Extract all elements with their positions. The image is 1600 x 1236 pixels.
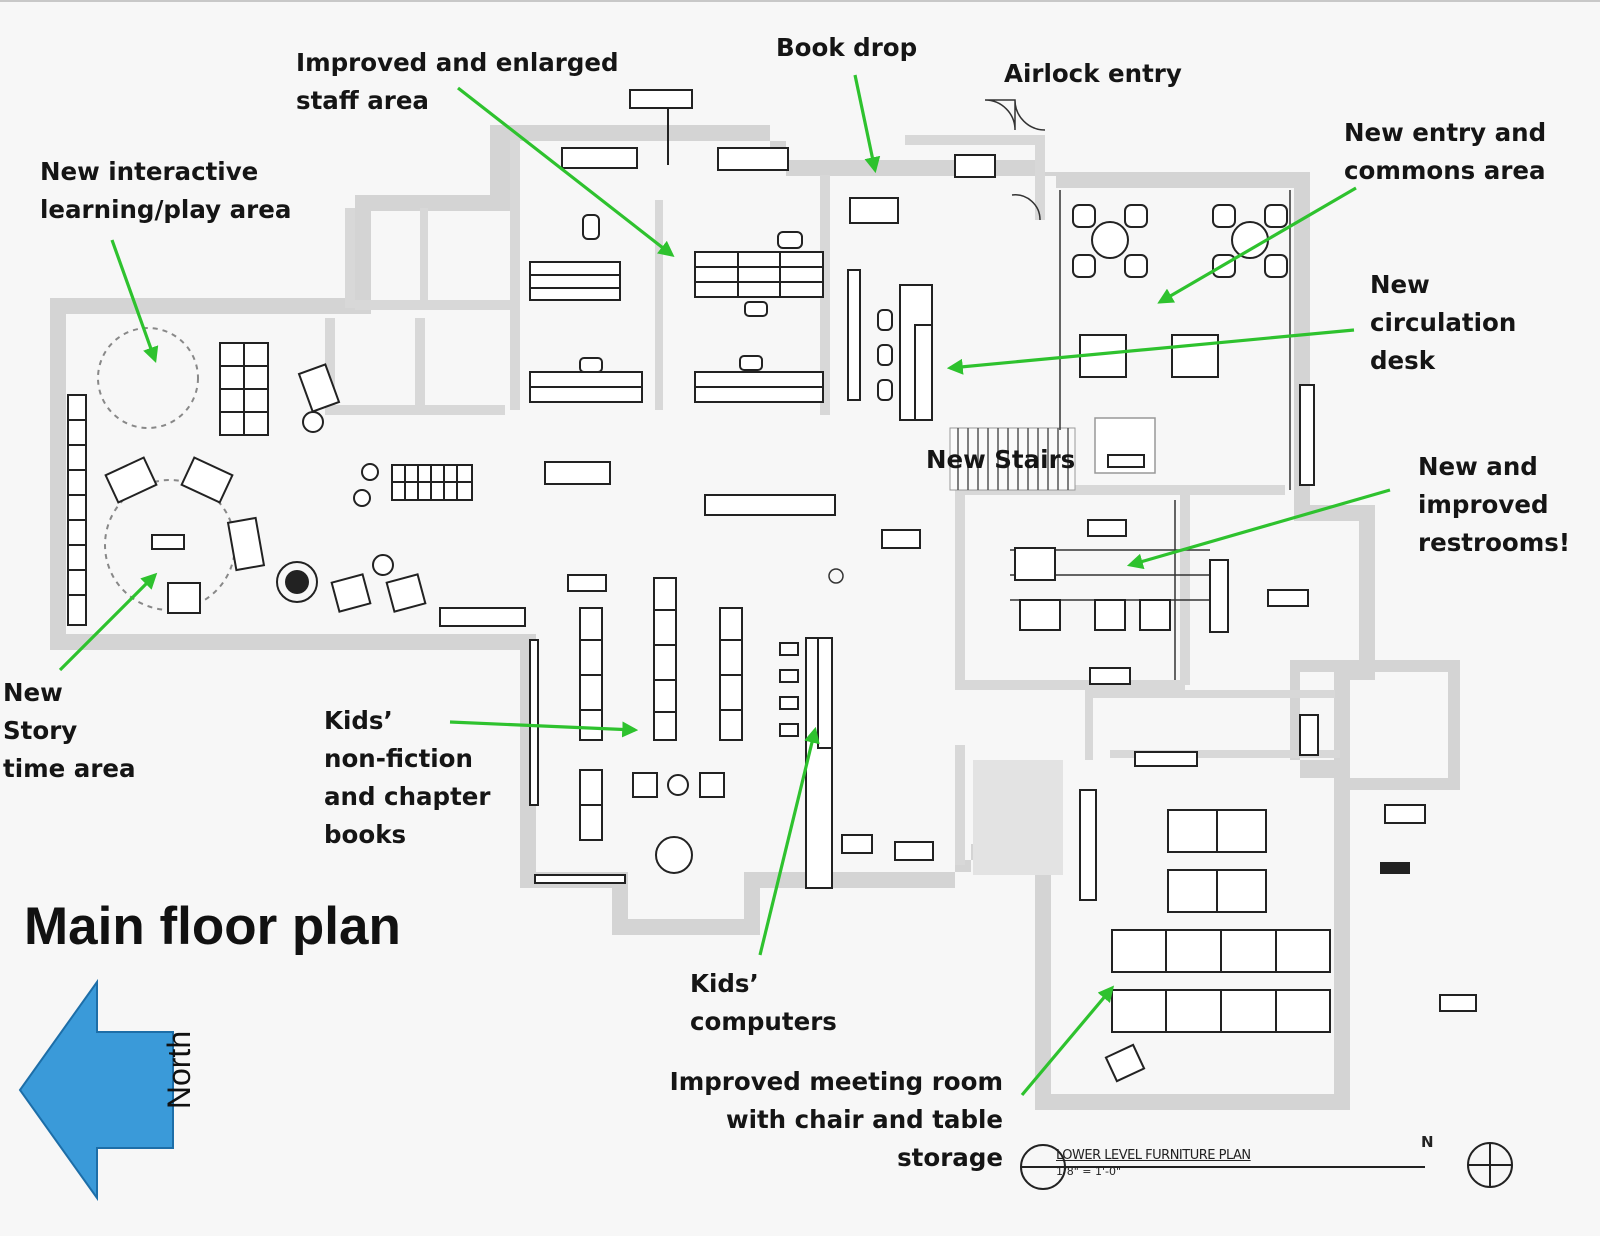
north-label: North xyxy=(161,1030,197,1110)
callout-staff-area: Improved and enlarged staff area xyxy=(296,48,619,115)
callout-meeting-room: Improved meeting room with chair and tab… xyxy=(669,1067,1003,1172)
callout-restrooms: New and improved restrooms! xyxy=(1418,452,1571,557)
play-area xyxy=(97,327,341,436)
arrow-nonfiction xyxy=(449,720,639,738)
arrow-meeting xyxy=(1020,985,1115,1097)
arrow-play xyxy=(110,239,159,364)
callout-stairs: New Stairs xyxy=(926,445,1076,474)
callout-arrows xyxy=(58,74,1391,1097)
north-arrow xyxy=(18,978,174,1202)
top-border xyxy=(0,0,1600,2)
arrow-restrooms xyxy=(1126,488,1391,570)
plan-caption: LOWER LEVEL FURNITURE PLAN xyxy=(1056,1148,1251,1163)
callout-story-time: New Story time area xyxy=(3,678,136,783)
arrow-computers xyxy=(758,726,820,956)
mech-room xyxy=(973,760,1063,875)
plan-scale: 1/8" = 1'-0" xyxy=(1056,1165,1122,1178)
arrow-bookdrop xyxy=(853,74,881,174)
commons-area xyxy=(849,99,1315,486)
arrow-story xyxy=(58,572,158,672)
callout-airlock-entry: Airlock entry xyxy=(1004,59,1182,88)
page-title: Main floor plan xyxy=(24,897,401,956)
callout-kids-computers: Kids’ computers xyxy=(690,969,837,1036)
callout-book-drop: Book drop xyxy=(776,33,918,62)
callout-play-area: New interactive learning/play area xyxy=(40,157,292,224)
staff-area xyxy=(529,89,824,403)
staircase xyxy=(949,417,1156,491)
callout-circulation-desk: New circulation desk xyxy=(1370,270,1517,375)
restrooms xyxy=(1014,519,1309,685)
arrow-circulation xyxy=(946,328,1355,375)
circulation-desk xyxy=(847,269,933,421)
callout-commons: New entry and commons area xyxy=(1344,118,1547,185)
interior-walls xyxy=(325,135,1340,865)
compass-rose-label: N xyxy=(1421,1133,1434,1151)
title-block xyxy=(1020,1142,1513,1190)
arrow-staff xyxy=(457,86,675,257)
central-furnishings xyxy=(353,461,921,584)
meeting-room xyxy=(1079,714,1477,1083)
arrow-commons xyxy=(1157,186,1357,304)
kids-nonfiction-stacks xyxy=(529,574,743,884)
story-time-area xyxy=(67,394,526,627)
kids-computers xyxy=(779,637,934,889)
callout-nonfiction: Kids’ non-fiction and chapter books xyxy=(324,706,491,849)
